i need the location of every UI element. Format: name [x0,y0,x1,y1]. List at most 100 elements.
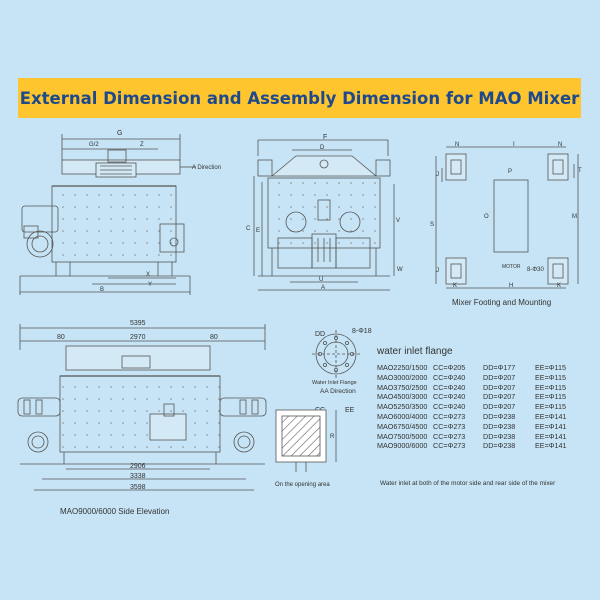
table-cell-model: MAO6000/4000 [377,411,428,421]
title-banner: External Dimension and Assembly Dimensio… [18,78,581,118]
dim-K2: K [557,283,561,289]
dim-X: X [146,272,150,278]
table-cell-cc: CC=Φ273 [433,421,466,431]
dim-M: M [572,214,577,220]
dim-mid: 2970 [130,334,146,341]
table-cell-cc: CC=Φ240 [433,382,466,392]
table-row: MAO7500/5000 CC=Φ273 DD=Φ238 EE=Φ141 [377,432,597,442]
table-cell-model: MAO9000/6000 [377,441,428,451]
table-cell-ee: EE=Φ115 [535,402,566,412]
table-cell-dd: DD=Φ238 [483,421,516,431]
dim-O: O [484,214,489,220]
water-inlet-note: Water inlet at both of the motor side an… [380,480,556,487]
dim-overall: 5395 [130,320,146,327]
dim-left: 80 [57,334,65,341]
table-row: MAO2250/1500 CC=Φ205 DD=Φ177 EE=Φ115 [377,363,597,373]
table-cell-ee: EE=Φ115 [535,363,566,372]
flange-dd-label: DD [315,331,325,338]
table-cell-cc: CC=Φ240 [433,372,466,382]
dim-B: B [100,287,104,293]
motor-label: MOTOR [502,264,521,270]
dim-C: C [246,226,251,232]
aa-direction-label: AA Direction [320,388,356,395]
dim-Y: Y [148,282,152,288]
dim-G2: G/2 [89,142,99,148]
side-elevation: 5395 80 2970 80 [17,320,267,516]
dim-J: J [436,172,439,178]
table-row: MAO3000/2000 CC=Φ240 DD=Φ207 EE=Φ115 [377,373,597,383]
dim-b2: 3338 [130,473,146,480]
table-cell-dd: DD=Φ207 [483,382,516,392]
dim-R: R [330,434,335,440]
dim-G: G [117,130,122,137]
table-cell-cc: CC=Φ205 [433,363,466,372]
table-cell-ee: EE=Φ141 [535,431,567,441]
dim-F: F [323,134,327,141]
table-cell-model: MAO7500/5000 [377,431,428,441]
side-caption: MAO9000/6000 Side Elevation [60,507,169,516]
dim-E: E [256,228,260,234]
table-cell-model: MAO3750/2500 [377,382,428,392]
front-view: G G/2 Z A Direction [19,130,221,295]
table-cell-ee: EE=Φ115 [535,372,566,382]
table-cell-dd: DD=Φ177 [483,363,516,372]
table-cell-ee: EE=Φ141 [535,411,567,421]
table-cell-cc: CC=Φ240 [433,402,466,412]
dim-I: I [513,142,515,148]
table-row: MAO6750/4500 CC=Φ273 DD=Φ238 EE=Φ141 [377,422,597,432]
table-heading: water inlet flange [377,346,453,357]
table-cell-dd: DD=Φ207 [483,372,516,382]
table-cell-model: MAO3000/2000 [377,372,428,382]
table-cell-cc: CC=Φ240 [433,392,466,402]
flange-caption: Water Inlet Flange [312,380,357,386]
water-inlet-flange: DD 8-Φ18 Water Inlet Flange AA Direction [312,328,372,395]
table-cell-cc: CC=Φ273 [433,441,466,451]
table-cell-model: MAO5250/3500 [377,402,428,412]
table-row: MAO5250/3500 CC=Φ240 DD=Φ207 EE=Φ115 [377,402,597,412]
table-cell-model: MAO6750/4500 [377,421,428,431]
dim-A: A [321,285,325,291]
dim-H: H [509,283,513,289]
opening-area: CC EE R On the opening area [275,407,355,488]
dim-S: S [430,222,434,228]
dim-U: U [319,277,323,283]
dim-J2: J [436,268,439,274]
table-row: MAO3750/2500 CC=Φ240 DD=Φ207 EE=Φ115 [377,383,597,393]
dim-P: P [508,169,512,175]
table-cell-ee: EE=Φ141 [535,441,567,451]
table-cell-ee: EE=Φ115 [535,382,566,392]
dim-Z: Z [140,142,144,148]
a-direction-label: A Direction [192,165,221,171]
table-cell-dd: DD=Φ207 [483,392,516,402]
footing-view: N I N P O MOTOR S J J M T [430,142,582,307]
table-cell-dd: DD=Φ207 [483,402,516,412]
dim-W: W [397,267,403,273]
dim-right: 80 [210,334,218,341]
footing-caption: Mixer Footing and Mounting [452,298,551,307]
page-title: External Dimension and Assembly Dimensio… [19,88,580,108]
dim-b1: 2906 [130,463,146,470]
dim-T: T [578,168,582,174]
dim-N2: N [558,142,562,148]
dim-K: K [453,283,457,289]
end-view: F D [246,134,403,291]
table-cell-dd: DD=Φ238 [483,441,516,451]
dim-V: V [396,218,400,224]
table-cell-model: MAO4500/3000 [377,392,428,402]
table-cell-model: MAO2250/1500 [377,363,428,372]
table-cell-ee: EE=Φ141 [535,421,567,431]
flange-ee-label: EE [345,407,355,414]
opening-caption: On the opening area [275,482,330,488]
dim-D: D [320,145,325,151]
dim-N: N [455,142,459,148]
dim-b3: 3598 [130,484,146,491]
table-cell-dd: DD=Φ238 [483,411,516,421]
table-cell-dd: DD=Φ238 [483,431,516,441]
table-cell-cc: CC=Φ273 [433,431,466,441]
